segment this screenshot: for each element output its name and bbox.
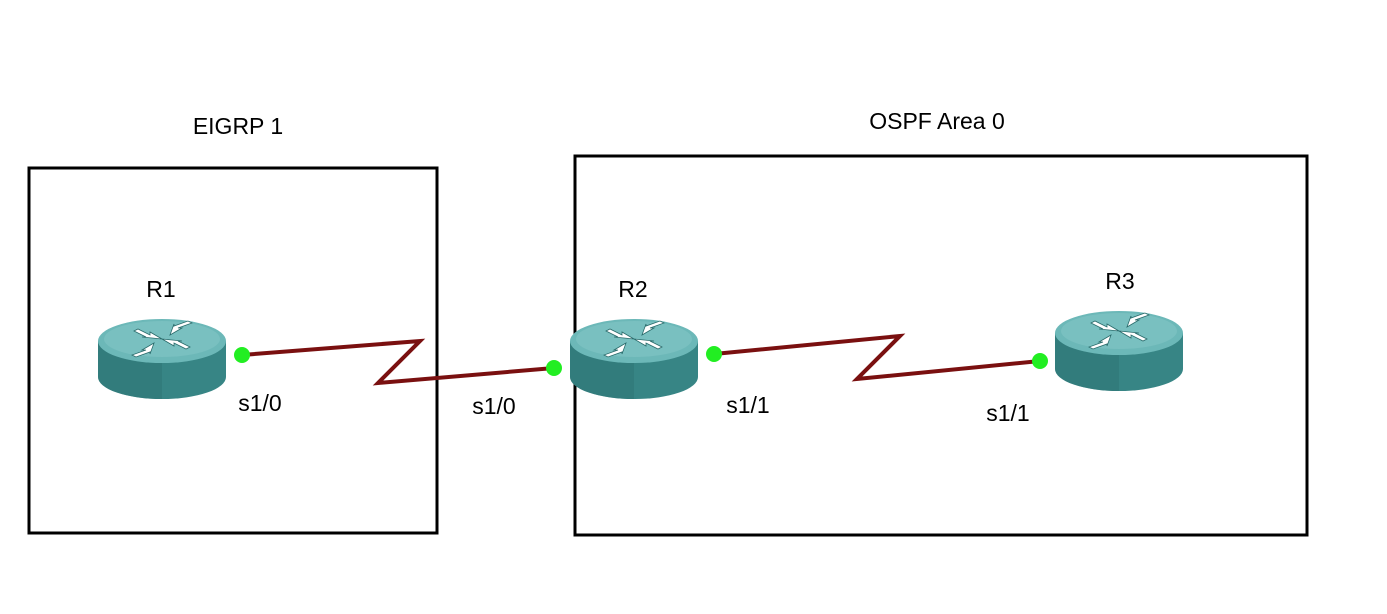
eigrp-area-box	[27, 166, 439, 535]
router-r2[interactable]	[569, 318, 699, 400]
port-status-icon	[546, 360, 562, 376]
router-r1[interactable]	[97, 318, 227, 400]
router-r3-label: R3	[1105, 268, 1134, 294]
router-icon	[97, 318, 227, 400]
router-icon	[569, 318, 699, 400]
port-status-icon	[234, 347, 250, 363]
serial-link-r2-r3[interactable]	[713, 333, 1041, 382]
interface-label-r1-s1-0: s1/0	[238, 390, 281, 416]
router-r2-label: R2	[618, 276, 647, 302]
interface-label-r2-s1-1: s1/1	[726, 392, 769, 418]
interface-label-r3-s1-1: s1/1	[986, 400, 1029, 426]
eigrp-area-label: EIGRP 1	[193, 113, 283, 139]
router-r1-label: R1	[146, 276, 175, 302]
port-status-icon	[1032, 353, 1048, 369]
serial-link-r1-r2[interactable]	[241, 338, 555, 386]
ospf-area-label: OSPF Area 0	[869, 108, 1005, 134]
router-r3[interactable]	[1054, 310, 1184, 392]
port-status-icon	[706, 346, 722, 362]
router-icon	[1054, 310, 1184, 392]
interface-label-r2-s1-0: s1/0	[472, 393, 515, 419]
